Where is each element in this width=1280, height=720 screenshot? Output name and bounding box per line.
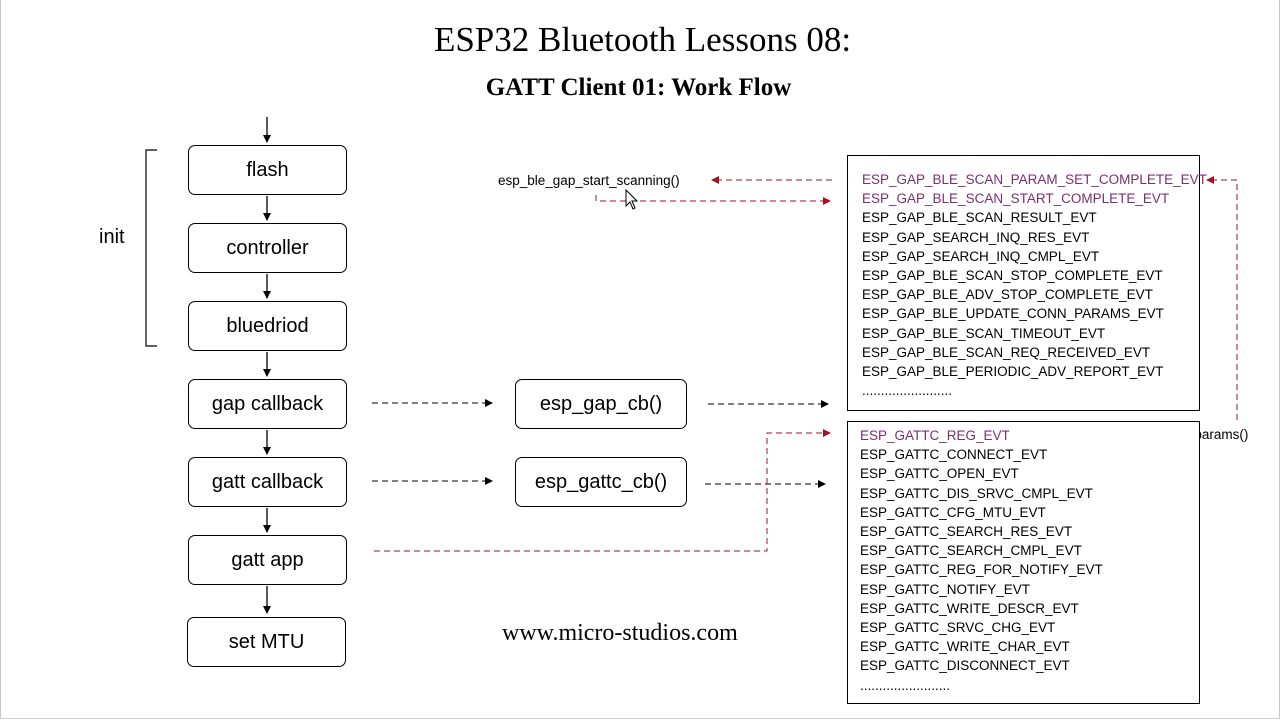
gattc-event-item: ESP_GATTC_SEARCH_CMPL_EVT [860, 543, 1082, 559]
set-params-to-param-evt-arrow [1206, 176, 1238, 420]
slide-subtitle: GATT Client 01: Work Flow [485, 74, 792, 101]
flow-step-gatt-callback: gatt callback [188, 457, 347, 507]
gattc-event-item: ESP_GATTC_CONNECT_EVT [860, 447, 1048, 463]
gap-event-item: ESP_GAP_BLE_SCAN_RESULT_EVT [862, 210, 1097, 226]
gattc-event-item: ESP_GATTC_OPEN_EVT [860, 466, 1019, 482]
gattc-cb-box: esp_gattc_cb() [515, 457, 687, 507]
gattc-event-item: ESP_GATTC_REG_EVT [860, 426, 1012, 446]
gap-event-item: ESP_GAP_BLE_UPDATE_CONN_PARAMS_EVT [862, 306, 1164, 322]
gap-events-box: ESP_GAP_BLE_SCAN_PARAM_SET_COMPLETE_EVT … [847, 155, 1207, 411]
gap-events-list: ESP_GAP_BLE_SCAN_PARAM_SET_COMPLETE_EVT … [862, 170, 1207, 400]
flow-step-gatt-app: gatt app [188, 535, 347, 585]
flow-step-set-mtu: set MTU [187, 617, 346, 667]
gattc-event-item: ESP_GATTC_CFG_MTU_EVT [860, 504, 1046, 520]
gap-event-item: ESP_GAP_SEARCH_INQ_RES_EVT [862, 229, 1090, 245]
flow-step-flash: flash [188, 145, 347, 195]
init-bracket [145, 149, 157, 347]
gap-start-scanning-call: esp_ble_gap_start_scanning() [498, 173, 680, 188]
flow-step-bluedriod: bluedriod [188, 301, 347, 351]
gap-event-item: ESP_GAP_BLE_SCAN_STOP_COMPLETE_EVT [862, 268, 1163, 284]
start-scanning-to-start-evt-arrow [595, 195, 831, 205]
gattc-event-item: ESP_GATTC_DISCONNECT_EVT [860, 658, 1070, 674]
gap-event-item: ESP_GAP_BLE_PERIODIC_ADV_REPORT_EVT [862, 364, 1164, 380]
gap-event-item: ESP_GAP_BLE_SCAN_PARAM_SET_COMPLETE_EVT [862, 172, 1207, 187]
gattc-event-item: ESP_GATTC_SRVC_CHG_EVT [860, 620, 1056, 636]
gatt-app-to-reg-evt-arrow [374, 429, 831, 552]
gap-event-item: ESP_GAP_SEARCH_INQ_CMPL_EVT [862, 248, 1100, 264]
slide-title: ESP32 Bluetooth Lessons 08: [433, 20, 852, 59]
gattc-event-item: ........................ [860, 677, 951, 693]
gattc-events-list: ESP_GATTC_REG_EVT ESP_GATTC_CONNECT_EVT … [860, 426, 1199, 695]
init-label: init [99, 226, 125, 248]
gattc-event-item: ESP_GATTC_DIS_SRVC_CMPL_EVT [860, 485, 1093, 501]
gap-event-item: ESP_GAP_BLE_SCAN_START_COMPLETE_EVT [862, 191, 1170, 207]
gattc-event-item: ESP_GATTC_WRITE_DESCR_EVT [860, 600, 1079, 616]
gattc-event-item: ESP_GATTC_WRITE_CHAR_EVT [860, 639, 1070, 655]
gattc-event-item: ESP_GATTC_REG_FOR_NOTIFY_EVT [860, 562, 1103, 578]
website-link[interactable]: www.micro-studios.com [502, 620, 738, 646]
gap-event-item: ESP_GAP_BLE_ADV_STOP_COMPLETE_EVT [862, 287, 1153, 303]
gap-event-item: ESP_GAP_BLE_SCAN_TIMEOUT_EVT [862, 325, 1106, 341]
flow-step-controller: controller [188, 223, 347, 273]
gattc-event-item: ESP_GATTC_NOTIFY_EVT [860, 581, 1031, 597]
mouse-cursor-icon [625, 188, 639, 210]
gattc-events-box: ESP_GATTC_REG_EVT ESP_GATTC_CONNECT_EVT … [847, 421, 1200, 704]
gap-event-item: ........................ [862, 383, 953, 399]
flow-step-gap-callback: gap callback [188, 379, 347, 429]
gap-event-item: ESP_GAP_BLE_SCAN_REQ_RECEIVED_EVT [862, 344, 1151, 360]
gap-cb-box: esp_gap_cb() [515, 379, 687, 429]
gattc-event-item: ESP_GATTC_SEARCH_RES_EVT [860, 524, 1073, 540]
